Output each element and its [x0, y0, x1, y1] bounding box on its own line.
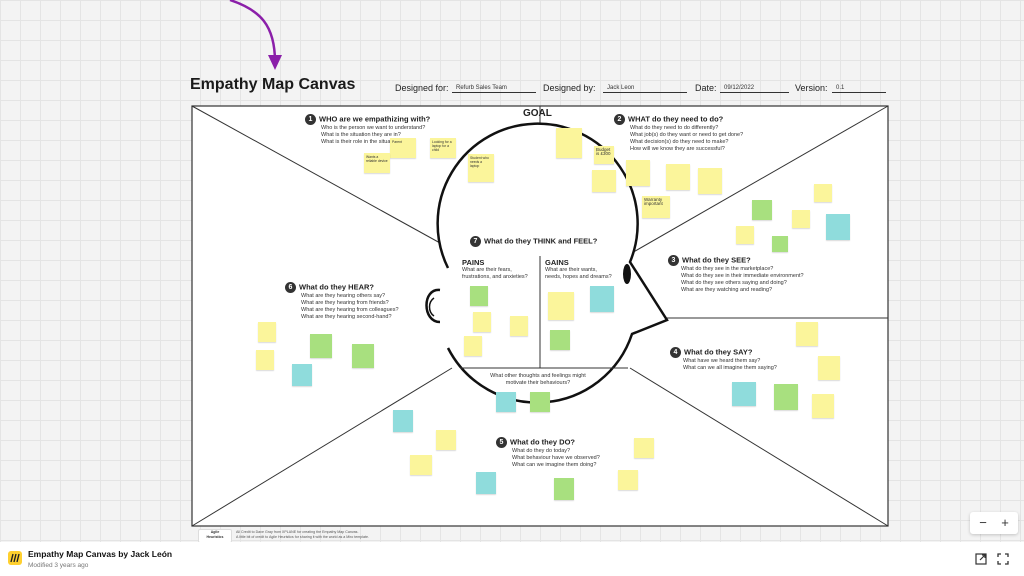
sticky-note[interactable] [464, 336, 482, 356]
sticky-note[interactable] [410, 455, 432, 475]
sticky-note[interactable]: Parent [390, 138, 416, 158]
sticky-note[interactable] [698, 168, 722, 194]
zoom-controls: − + [970, 512, 1018, 534]
sticky-note[interactable] [736, 226, 754, 244]
sticky-note[interactable] [818, 356, 840, 380]
version-label: Version: [795, 83, 828, 93]
sticky-note[interactable]: Warranty important [642, 196, 670, 218]
sticky-note[interactable] [470, 286, 488, 306]
sticky-note[interactable] [752, 200, 772, 220]
sticky-note[interactable] [618, 470, 638, 490]
fullscreen-icon[interactable] [996, 552, 1010, 566]
sticky-note[interactable] [352, 344, 374, 368]
designed-for-value: Refurb Sales Team [452, 85, 536, 93]
miro-logo-icon [8, 551, 22, 565]
sticky-note[interactable] [772, 236, 788, 252]
sticky-note[interactable]: Budget is £300 [594, 146, 614, 164]
board-info-bar [0, 542, 1024, 576]
sticky-note[interactable] [592, 170, 616, 192]
sticky-note[interactable] [550, 330, 570, 350]
sticky-note[interactable] [258, 322, 276, 342]
sticky-note[interactable] [393, 410, 413, 432]
version-value: 0.1 [832, 85, 886, 93]
designed-by-value: Jack Leon [603, 85, 687, 93]
zoom-in-button[interactable]: + [1001, 515, 1009, 530]
sticky-note[interactable] [473, 312, 491, 332]
zoom-out-button[interactable]: − [979, 515, 987, 530]
modified-time: Modified 3 years ago [28, 562, 89, 569]
designed-for-label: Designed for: [395, 83, 449, 93]
annotation-arrow [229, 0, 282, 70]
open-external-icon[interactable] [974, 552, 988, 566]
credit-line-1: All Credit to Dave Gray from XPLANE for … [236, 530, 359, 534]
sticky-note[interactable] [496, 392, 516, 412]
goal-label: GOAL [523, 108, 552, 119]
date-label: Date: [695, 83, 717, 93]
sticky-note[interactable] [310, 334, 332, 358]
pains: PAINS What are their fears,frustrations,… [462, 258, 528, 280]
date-value: 09/12/2022 [720, 85, 789, 93]
gains: GAINS What are their wants,needs, hopes … [545, 258, 612, 280]
sticky-note[interactable] [530, 392, 550, 412]
sticky-note[interactable] [436, 430, 456, 450]
sticky-note[interactable]: Wants a reliable device [364, 153, 390, 173]
sticky-note[interactable] [556, 128, 582, 158]
canvas-title: Empathy Map Canvas [190, 76, 356, 93]
sticky-note[interactable]: Student who needs a laptop [468, 154, 494, 182]
sticky-note[interactable] [666, 164, 690, 190]
sticky-note[interactable] [634, 438, 654, 458]
sticky-note[interactable] [792, 210, 810, 228]
sticky-note[interactable] [292, 364, 312, 386]
sticky-note[interactable] [256, 350, 274, 370]
sticky-note[interactable] [814, 184, 832, 202]
designed-by-label: Designed by: [543, 83, 596, 93]
sticky-note[interactable] [590, 286, 614, 312]
sticky-note[interactable] [796, 322, 818, 346]
sticky-note[interactable] [510, 316, 528, 336]
sticky-note[interactable] [774, 384, 798, 410]
sticky-note[interactable]: Looking for a laptop for a child [430, 138, 456, 158]
sticky-note[interactable] [476, 472, 496, 494]
sticky-note[interactable] [826, 214, 850, 240]
board-name: Empathy Map Canvas by Jack León [28, 549, 173, 559]
sticky-note[interactable] [548, 292, 574, 320]
credit-line-2: A little bit of credit to Agile Heuristi… [236, 535, 370, 539]
sticky-note[interactable] [554, 478, 574, 500]
sticky-note[interactable] [626, 160, 650, 186]
sticky-note[interactable] [732, 382, 756, 406]
sticky-note[interactable] [812, 394, 834, 418]
